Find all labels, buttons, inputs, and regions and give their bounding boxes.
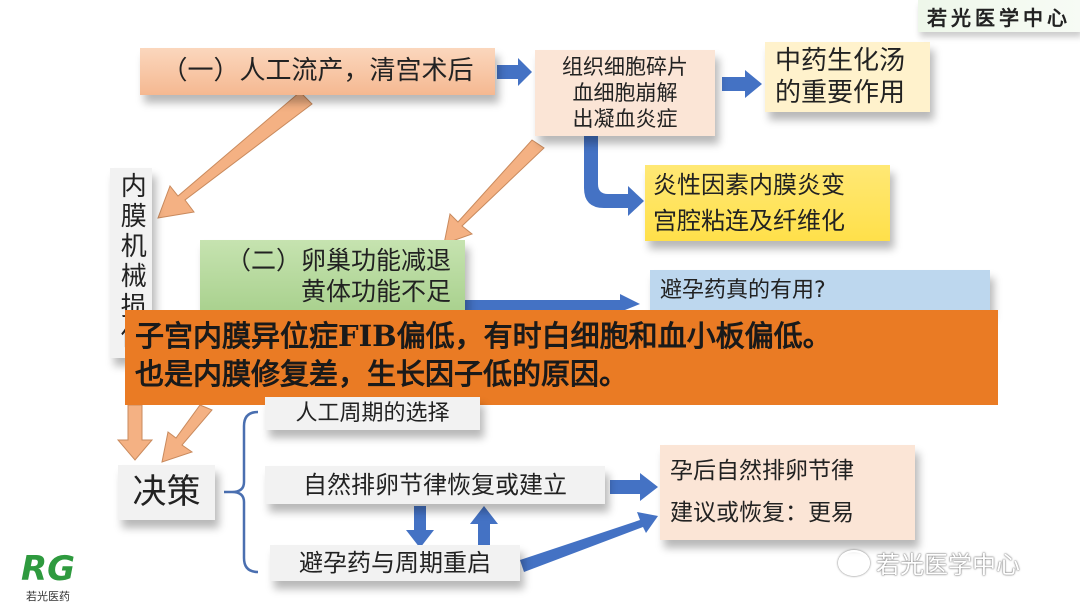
inflammation-line: 炎性因素内膜炎变 <box>653 171 845 199</box>
logo-text: 若光医药 <box>26 590 70 603</box>
box-artificial-cycle: 人工周期的选择 <box>265 397 480 430</box>
ovary-line: 黄体功能不足 <box>300 277 451 306</box>
natural-text: 自然排卵节律恢复或建立 <box>303 471 567 499</box>
header-tag: 若光医学中心 <box>918 0 1080 32</box>
box-ovary: （二）卵巢功能减退 黄体功能不足 <box>200 240 465 312</box>
box-abortion: （一）人工流产，清宫术后 <box>140 48 495 95</box>
watermark: 若光医学中心 <box>838 545 1020 580</box>
caption-banner: 子宫内膜异位症FIB偏低，有时白细胞和血小板偏低。 也是内膜修复差，生长因子低的… <box>125 310 998 405</box>
box-result: 孕后自然排卵节律 建议或恢复：更易 <box>660 445 915 540</box>
box-debris: 组织细胞碎片 血细胞崩解 出凝血炎症 <box>535 50 715 136</box>
arrow-debris-to-inflammation <box>584 136 644 216</box>
arrow-down <box>406 506 434 548</box>
decision-brace <box>224 410 259 574</box>
arrow-up <box>470 506 498 548</box>
orange-arrows <box>116 91 545 463</box>
box-inflammation: 炎性因素内膜炎变 宫腔粘连及纤维化 <box>645 165 890 241</box>
arrow-vertical-to-decision <box>116 404 154 461</box>
arrow-restart-to-result <box>520 512 658 572</box>
tcm-line: 中药生化汤 <box>775 45 906 76</box>
header-tag-text: 若光医学中心 <box>927 5 1071 30</box>
result-line: 建议或恢复：更易 <box>670 499 854 526</box>
banner-line: 子宫内膜异位症FIB偏低，有时白细胞和血小板偏低。 <box>135 319 832 353</box>
box-natural-ovulation: 自然排卵节律恢复或建立 <box>265 466 605 504</box>
wechat-icon <box>838 549 870 576</box>
debris-line: 出凝血炎症 <box>572 107 678 132</box>
restart-text: 避孕药与周期重启 <box>299 549 491 577</box>
artificial-cycle-text: 人工周期的选择 <box>295 400 450 426</box>
arrow-abortion-to-vertical <box>157 91 313 219</box>
arrow-ovary-to-decision <box>161 404 213 463</box>
arrow-debris-to-ovary <box>443 139 545 245</box>
box-tcm: 中药生化汤 的重要作用 <box>765 42 930 112</box>
logo: RG 若光医药 <box>4 550 92 606</box>
tcm-line: 的重要作用 <box>775 78 906 108</box>
debris-line: 血细胞崩解 <box>572 80 678 105</box>
box-restart: 避孕药与周期重启 <box>270 545 520 581</box>
arrow-ovary-to-question <box>465 294 640 312</box>
logo-mark: RG <box>20 549 76 589</box>
arrow-debris-to-tcm <box>722 70 762 98</box>
decision-text: 决策 <box>132 472 201 513</box>
question-text: 避孕药真的有用? <box>660 278 826 304</box>
arrow-natural-to-result <box>610 473 658 501</box>
inflammation-line: 宫腔粘连及纤维化 <box>653 207 845 235</box>
debris-line: 组织细胞碎片 <box>562 54 688 79</box>
arrow-abortion-to-debris <box>497 58 532 86</box>
result-line: 孕后自然排卵节律 <box>670 458 854 485</box>
watermark-text: 若光医学中心 <box>876 551 1020 579</box>
box-decision: 决策 <box>118 465 215 520</box>
ovary-line: （二）卵巢功能减退 <box>225 245 451 275</box>
box-abortion-text: （一）人工流产，清宫术后 <box>161 56 474 87</box>
box-question: 避孕药真的有用? <box>650 270 990 312</box>
banner-line: 也是内膜修复差，生长因子低的原因。 <box>135 356 629 391</box>
